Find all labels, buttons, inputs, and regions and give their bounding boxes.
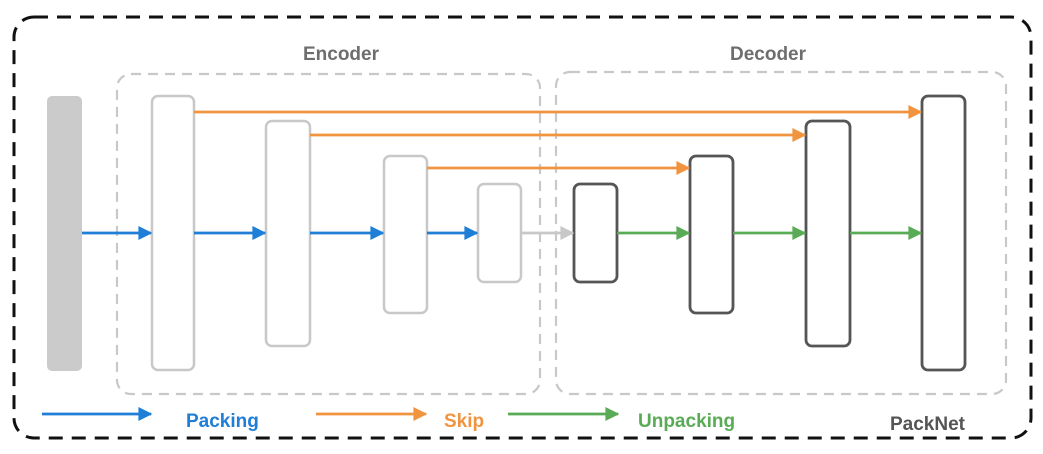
decoder-block-3 bbox=[804, 119, 852, 348]
decoder-block-4 bbox=[920, 94, 967, 372]
legend-unpacking-label: Unpacking bbox=[638, 411, 735, 432]
legend-skip-label: Skip bbox=[444, 411, 484, 432]
legend-packing-label: Packing bbox=[186, 411, 259, 432]
decoder-block-1 bbox=[572, 182, 619, 284]
encoder-block-4 bbox=[476, 182, 523, 284]
encoder-label: Encoder bbox=[303, 44, 380, 65]
encoder-block-2 bbox=[264, 119, 312, 348]
input-block bbox=[47, 96, 82, 371]
decoder-label: Decoder bbox=[730, 44, 807, 65]
decoder-block-2 bbox=[688, 154, 735, 315]
encoder-block-3 bbox=[382, 154, 429, 315]
brand-label: PackNet bbox=[890, 414, 966, 435]
outer-border bbox=[12, 15, 1033, 440]
encoder-block-1 bbox=[150, 94, 196, 372]
